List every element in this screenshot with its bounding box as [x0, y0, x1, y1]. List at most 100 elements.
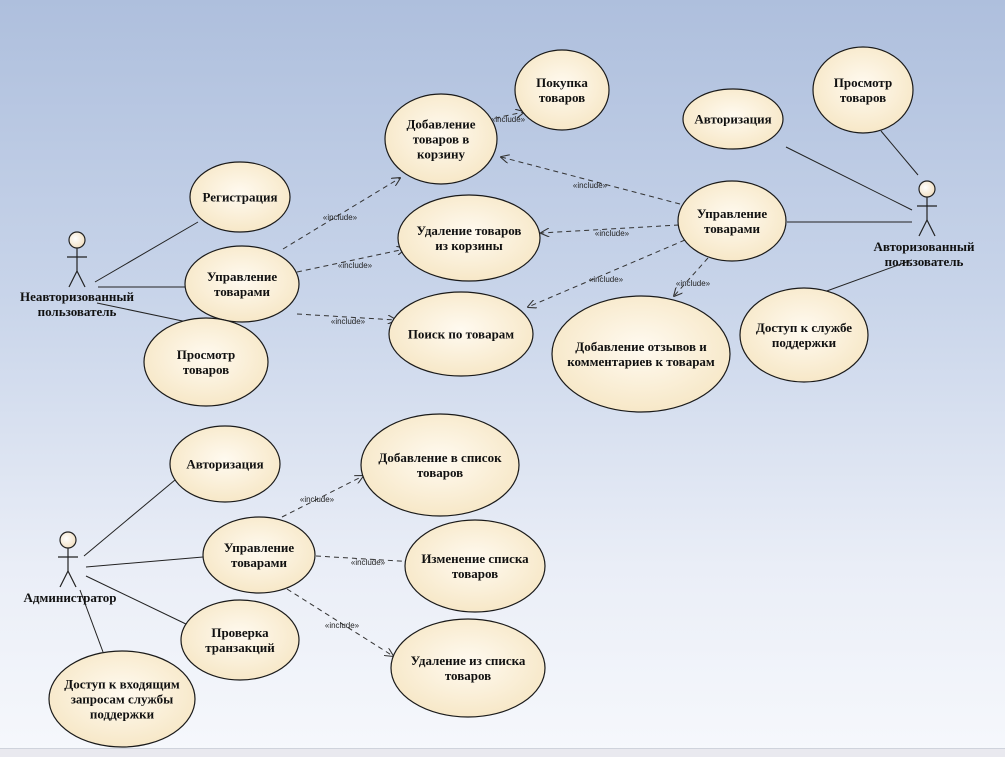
- include-label-upr2-delcart: «include»: [595, 229, 630, 238]
- actor-stick-figure-icon[interactable]: [917, 180, 937, 237]
- use-case-trans-line-1: Проверка: [211, 625, 269, 640]
- association-unauth-reg: [94, 221, 199, 283]
- use-case-view2-line-1: Просмотр: [834, 75, 892, 90]
- use-case-ellipse-upr3[interactable]: [202, 516, 316, 594]
- include-upr2-addcart: [501, 157, 681, 205]
- use-case-ellipse-inbox[interactable]: [48, 650, 196, 748]
- association-admin-trans: [85, 575, 189, 626]
- use-case-ellipse-upr2[interactable]: [677, 180, 787, 262]
- use-case-addlist-line-1: Добавление в список: [378, 450, 502, 465]
- use-case-ellipse-authz2[interactable]: [169, 425, 281, 503]
- include-upr2-search: [528, 239, 686, 307]
- use-case-dellist-line-1: Удаление из списка: [411, 653, 526, 668]
- use-case-ellipse-review[interactable]: [551, 295, 731, 413]
- use-case-reg[interactable]: Регистрация: [189, 161, 291, 233]
- use-case-support-line-1: Доступ к службе: [756, 320, 852, 335]
- use-case-ellipse-view2[interactable]: [812, 46, 914, 134]
- use-case-inbox-line-3: поддержки: [90, 707, 155, 722]
- use-case-authz1[interactable]: Авторизация: [682, 88, 784, 150]
- include-label-upr1-search: «include»: [331, 317, 366, 326]
- include-upr3-chglist: [315, 555, 416, 562]
- use-case-upr2-line-1: Управление: [697, 206, 768, 221]
- include-label-upr1-delcart: «include»: [338, 261, 373, 270]
- use-case-trans-line-2: транзакций: [205, 640, 275, 655]
- actor-stick-figure-icon[interactable]: [67, 231, 87, 288]
- use-case-ellipse-support[interactable]: [739, 287, 869, 383]
- use-case-upr3-line-2: товарами: [231, 555, 287, 570]
- association-admin-inbox: [79, 589, 104, 653]
- include-label-upr2-review: «include»: [676, 279, 711, 288]
- use-case-ellipse-delcart[interactable]: [397, 194, 541, 282]
- association-auth-support: [812, 259, 913, 297]
- use-case-authz1-line-1: Авторизация: [694, 112, 771, 127]
- include-upr1-addcart: [282, 178, 400, 250]
- include-label-upr3-chglist: «include»: [351, 558, 386, 567]
- include-upr3-dellist: [286, 588, 393, 656]
- use-case-ellipse-addcart[interactable]: [384, 93, 498, 185]
- actor-stick-figure-icon[interactable]: [58, 531, 78, 588]
- use-case-ellipse-trans[interactable]: [180, 599, 300, 681]
- horizontal-scrollbar[interactable]: [0, 748, 1005, 757]
- use-case-ellipse-authz1[interactable]: [682, 88, 784, 150]
- include-upr3-addlist: [281, 476, 363, 518]
- include-upr1-search: [296, 313, 396, 320]
- include-addcart-buy: [485, 112, 524, 121]
- use-case-search-line-1: Поиск по товарам: [408, 327, 514, 342]
- include-upr2-review: [674, 257, 709, 296]
- actor-label-auth-1: Авторизованный: [874, 239, 975, 254]
- include-dependencies: «include» «include» «include» «include» «inc…: [281, 112, 711, 656]
- association-admin-upr3: [85, 556, 204, 568]
- use-case-support-line-2: поддержки: [772, 335, 837, 350]
- use-case-inbox-line-1: Доступ к входящим: [64, 677, 180, 692]
- use-case-ellipse-reg[interactable]: [189, 161, 291, 233]
- use-case-chglist-line-1: Изменение списка: [421, 551, 529, 566]
- use-case-ellipse-search[interactable]: [388, 291, 534, 377]
- association-unauth-view1: [96, 302, 193, 324]
- association-lines: [79, 130, 919, 653]
- use-case-ellipse-addlist[interactable]: [360, 413, 520, 517]
- use-case-view2-line-2: товаров: [840, 90, 886, 105]
- use-case-authz2[interactable]: Авторизация: [169, 425, 281, 503]
- association-admin-authz2: [83, 479, 176, 557]
- use-case-view1-line-1: Просмотр: [177, 347, 235, 362]
- actor-label-admin-1: Администратор: [24, 590, 117, 605]
- use-case-addcart-line-2: товаров в: [413, 132, 470, 147]
- actor-admin[interactable]: Администратор: [24, 531, 117, 605]
- include-label-addcart-buy: «include»: [491, 115, 526, 124]
- use-case-buy-line-1: Покупка: [536, 75, 588, 90]
- include-label-upr3-addlist: «include»: [300, 495, 335, 504]
- use-case-reg-line-1: Регистрация: [203, 190, 278, 205]
- use-case-review-line-1: Добавление отзывов и: [575, 339, 707, 354]
- include-upr1-delcart: [296, 249, 405, 273]
- use-case-view1-line-2: товаров: [183, 362, 229, 377]
- use-case-ellipse-buy[interactable]: [514, 49, 610, 131]
- association-auth-view2: [880, 130, 919, 176]
- use-case-search[interactable]: Поиск по товарам: [388, 291, 534, 377]
- include-label-upr2-search: «include»: [589, 275, 624, 284]
- use-case-ellipse-view1[interactable]: [143, 317, 269, 407]
- use-case-upr1-line-1: Управление: [207, 269, 278, 284]
- use-cases: РегистрацияУправлениетоварамиПросмотртов…: [48, 46, 914, 748]
- use-case-ellipse-chglist[interactable]: [404, 519, 546, 613]
- use-case-ellipse-dellist[interactable]: [390, 618, 546, 718]
- use-case-ellipse-upr1[interactable]: [184, 245, 300, 323]
